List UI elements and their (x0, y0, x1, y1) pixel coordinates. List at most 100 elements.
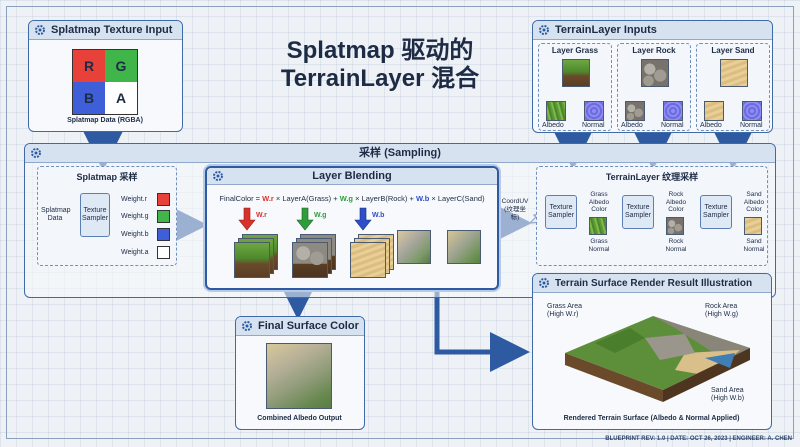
weight-r-swatch (157, 193, 170, 206)
footer-credits: BLUEPRINT REV: 1.0 | DATE: OCT 26, 2023 … (605, 436, 792, 442)
sand-area-label: Sand Area (High W.b) (711, 387, 744, 403)
grass-texture-tile (562, 59, 590, 87)
layer-sampling-title: TerrainLayer 纹理采样 (605, 172, 699, 182)
rgba-cell-r: R (73, 50, 105, 82)
rock-area-line2: (High W.g) (705, 311, 739, 318)
rock-albedo-color-label: Rock Albedo Color (665, 191, 687, 213)
rock-area-line1: Rock Area (705, 303, 738, 310)
layer-inputs-header: TerrainLayer Inputs (533, 21, 772, 40)
arrow-to-render (434, 290, 530, 372)
splatmap-sampling-panel: Splatmap 采样 Splatmap Data Texture Sample… (37, 166, 177, 266)
rgba-grid: R G B A (72, 49, 138, 115)
sand-albedo-label: Albedo (700, 122, 722, 129)
rock-stack-front (292, 242, 328, 278)
blend-formula: FinalColor = W.r × LayerA(Grass) + W.g ×… (207, 194, 497, 203)
weight-g-label: Weight.g (121, 213, 149, 220)
sand-stack-front (350, 242, 386, 278)
gear-icon (35, 25, 45, 35)
sampling-header: 采样 (Sampling) (25, 144, 775, 163)
title-line-1: Splatmap 驱动的 (286, 37, 474, 64)
render-caption: Rendered Terrain Surface (Albedo & Norma… (563, 415, 740, 422)
grass-normal-tile (584, 101, 604, 121)
grass-albedo-color-label: Grass Albedo Color (588, 191, 610, 213)
render-result-header: Terrain Surface Render Result Illustrati… (533, 274, 771, 293)
grass-area-label: Grass Area (High W.r) (547, 303, 582, 319)
formula-part-rock: × LayerB(Rock) + (353, 194, 416, 203)
grass-area-line2: (High W.r) (547, 311, 579, 318)
grass-area-line1: Grass Area (547, 303, 583, 310)
grass-albedo-label: Albedo (542, 122, 564, 129)
rock-albedo-tile (625, 101, 645, 121)
gear-icon (242, 321, 252, 331)
green-weight-arrow (296, 207, 314, 231)
sand-area-line1: Sand Area (711, 387, 744, 394)
splatmap-input-title: Splatmap Texture Input (51, 24, 173, 36)
grass-albedo-tile (546, 101, 566, 121)
terrain-render-illustration (565, 316, 750, 402)
sand-normal-output-label: Sand Normal (743, 238, 765, 253)
weight-g-swatch (157, 210, 170, 223)
gear-icon (539, 25, 549, 35)
weight-a-label: Weight.a (121, 249, 149, 256)
rock-albedo-label: Albedo (621, 122, 643, 129)
formula-part-sand: × LayerC(Sand) (429, 194, 485, 203)
sand-texture-sampler: Texture Sampler (700, 195, 732, 229)
blue-weight-arrow (354, 207, 372, 231)
rgba-cell-a: A (105, 82, 137, 114)
sand-albedo-tile (704, 101, 724, 121)
sand-texture-tile (720, 59, 748, 87)
blueprint-frame (6, 6, 794, 439)
formula-part-lhs: FinalColor = (219, 194, 263, 203)
rock-texture-sampler: Texture Sampler (622, 195, 654, 229)
render-result-panel: Terrain Surface Render Result Illustrati… (532, 273, 772, 430)
weight-arrows (238, 207, 372, 231)
rgba-cell-g: G (105, 50, 137, 82)
splatmap-input-panel: Splatmap Texture Input R G B A Splatmap … (28, 20, 183, 132)
gear-icon (31, 148, 41, 158)
combined-albedo-caption: Combined Albedo Output (257, 415, 342, 422)
weight-r-label: Weight.r (121, 196, 147, 203)
rock-area-label: Rock Area (High W.g) (705, 303, 738, 319)
layer-grass-card: Layer Grass Albedo Normal (538, 43, 612, 131)
layer-sand-name: Layer Sand (711, 46, 755, 55)
combined-albedo-tile (266, 343, 332, 409)
final-surface-panel: Final Surface Color Combined Albedo Outp… (235, 316, 365, 430)
weight-a-swatch (157, 246, 170, 259)
sand-albedo-color-label: Sand Albedo Color (743, 191, 765, 213)
render-result-title: Terrain Surface Render Result Illustrati… (555, 278, 753, 289)
coord-uv-label: CoordUV (纹理坐标) (500, 198, 530, 222)
rock-albedo-swatch (666, 217, 684, 235)
formula-part-wr: W.r (262, 194, 274, 203)
layer-blending-title: Layer Blending (312, 170, 392, 182)
page-title: Splatmap 驱动的 TerrainLayer 混合 (230, 37, 530, 93)
grass-normal-output-label: Grass Normal (588, 238, 610, 253)
layer-sampling-panel: TerrainLayer 纹理采样 Texture Sampler Textur… (536, 166, 768, 266)
layer-rock-name: Layer Rock (632, 46, 676, 55)
sand-normal-tile (742, 101, 762, 121)
blended-output-tile (447, 230, 481, 264)
formula-part-wb: W.b (415, 194, 430, 203)
formula-part-grass: × LayerA(Grass) + (273, 194, 340, 203)
final-surface-header: Final Surface Color (236, 317, 364, 336)
title-line-2: TerrainLayer 混合 (280, 65, 480, 92)
splatmap-data-label: Splatmap Data (41, 207, 71, 222)
splatmap-sampling-title: Splatmap 采样 (76, 172, 138, 182)
sand-area-line2: (High W.b) (711, 395, 745, 402)
layer-blending-panel: Layer Blending FinalColor = W.r × LayerA… (205, 166, 499, 290)
rock-normal-output-label: Rock Normal (665, 238, 687, 253)
grass-texture-sampler: Texture Sampler (545, 195, 577, 229)
grass-albedo-swatch (589, 217, 607, 235)
layer-grass-name: Layer Grass (551, 46, 599, 55)
grass-stack-front (234, 242, 270, 278)
sand-normal-label: Normal (740, 122, 763, 129)
rgba-cell-b: B (73, 82, 105, 114)
arrow-label-wb: W.b (372, 212, 385, 219)
sand-albedo-swatch (744, 217, 762, 235)
layer-blending-header: Layer Blending (207, 168, 497, 185)
splatmap-texture-sampler: Texture Sampler (80, 193, 110, 237)
formula-part-wg: W.g (339, 194, 354, 203)
final-surface-title: Final Surface Color (258, 320, 359, 332)
blended-result-tile (397, 230, 431, 264)
arrow-label-wg: W.g (314, 212, 327, 219)
